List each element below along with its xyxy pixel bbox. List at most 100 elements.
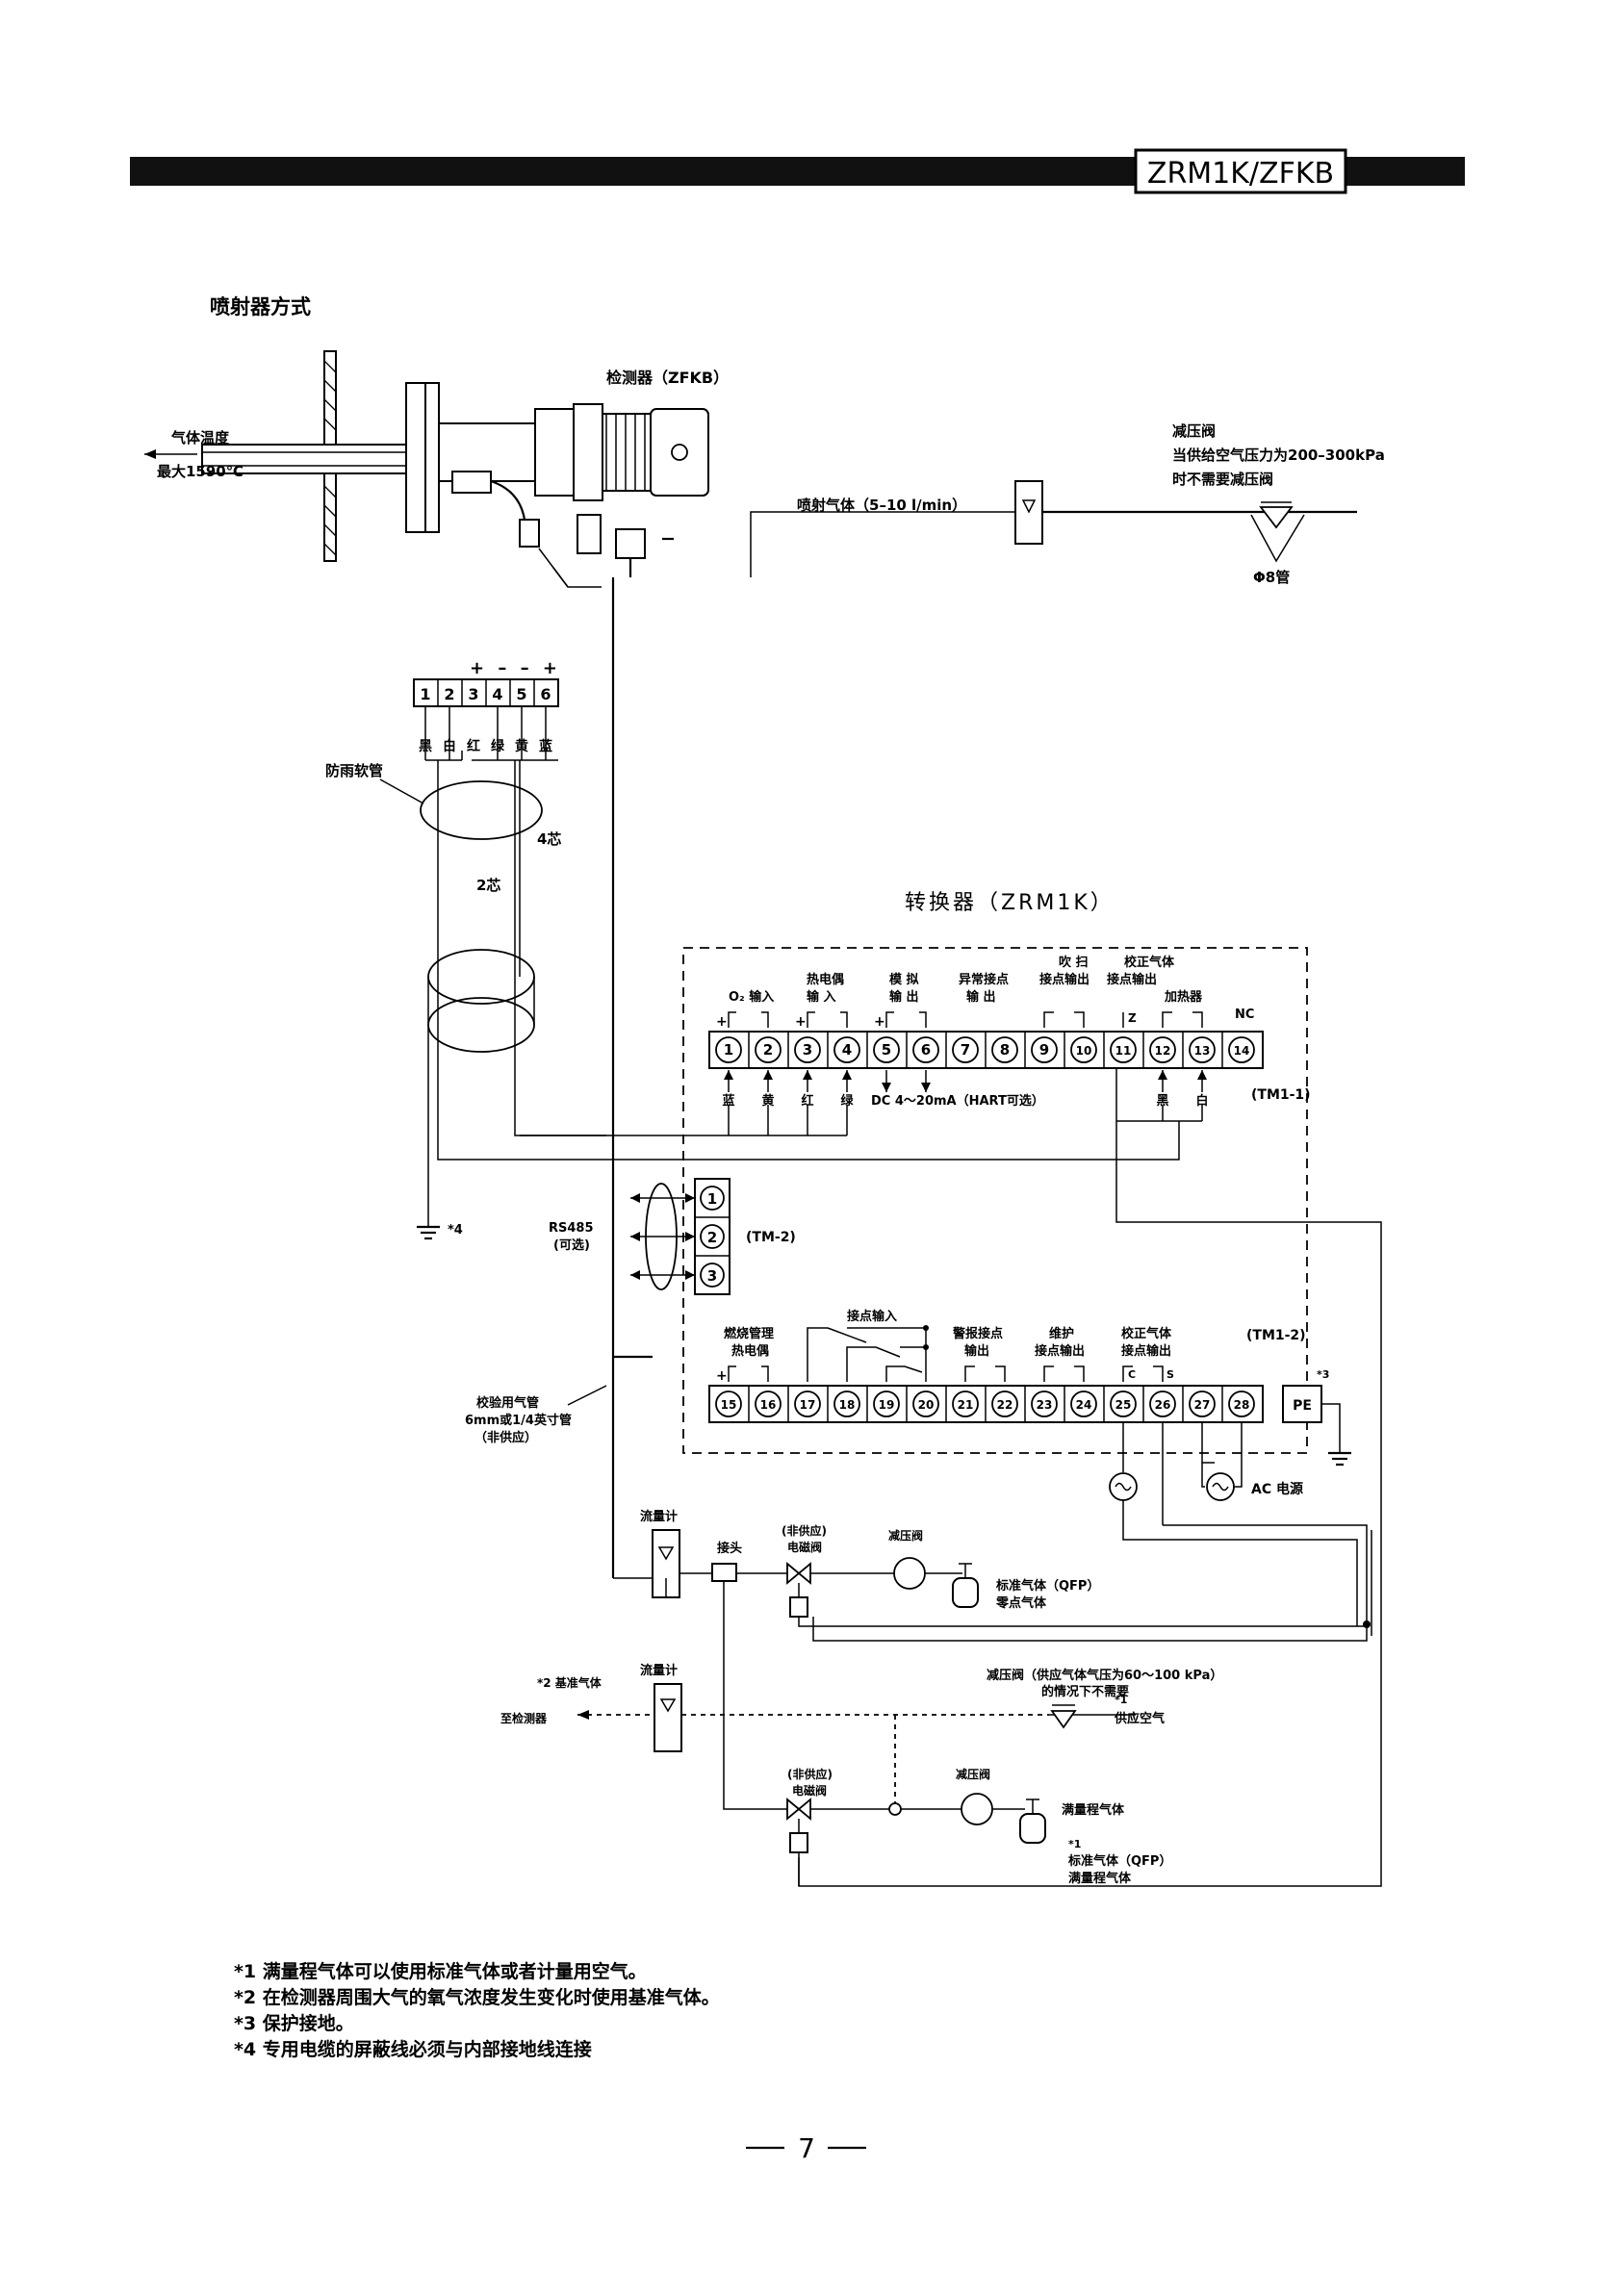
- tm1-2-terminal-24: 24: [1076, 1398, 1092, 1412]
- tm2-terminal-3: 3: [707, 1267, 717, 1285]
- joint-label: 接头: [717, 1541, 742, 1556]
- group-bottom-calib-output: 接点输出: [1121, 1343, 1171, 1359]
- tm1-2-circle-22: [991, 1390, 1018, 1417]
- reducer-1-label: 减压阀: [888, 1528, 923, 1543]
- cable-color-black: 黑: [419, 739, 432, 754]
- top-brackets: [728, 1011, 1203, 1028]
- tm1-1-terminal-6: 6: [921, 1041, 931, 1059]
- tm1-1-circle-3: [794, 1036, 821, 1063]
- injection-gas-label: 喷射气体（5–10 l/min）: [797, 497, 966, 514]
- reducer-label-2: 当供给空气压力为200–300kPa: [1172, 446, 1385, 464]
- reducer-3-label: 减压阀: [956, 1767, 990, 1781]
- gas-temp-label: 气体温度: [170, 429, 230, 446]
- tm1-1-terminal-8: 8: [1000, 1041, 1010, 1059]
- converter-enclosure: [682, 947, 1308, 1454]
- reducer-valve-2: [1050, 1704, 1077, 1729]
- calib-pipe-3: （非供应）: [474, 1430, 537, 1445]
- tm1-2-terminal-18: 18: [839, 1398, 856, 1412]
- tm1-1-circle-4: [833, 1036, 860, 1063]
- tm1-1-circle-12: [1149, 1036, 1176, 1063]
- reducer-2-label-2: 的情况下不需要: [1041, 1684, 1129, 1699]
- cable-polarity: + – – +: [470, 658, 561, 678]
- tm1-2-circle-28: [1228, 1390, 1255, 1417]
- tm2-block: 1 2 3 (TM-2): [630, 1178, 796, 1295]
- detector-label: 检测器（ZFKB）: [606, 369, 729, 387]
- to-detector-label: 至检测器: [500, 1711, 548, 1725]
- ref-gas-label: *2 基准气体: [537, 1675, 602, 1690]
- cable-terminal-3: 3: [468, 685, 478, 703]
- gas-temp-max: 最大1590℃: [157, 463, 244, 480]
- std-gas-zero: 零点气体: [995, 1595, 1047, 1611]
- tm1-1-terminal-1: 1: [724, 1041, 733, 1059]
- wire-color-red: 红: [801, 1093, 813, 1109]
- group-combustion: 燃烧管理: [724, 1326, 774, 1341]
- ac-power-label: AC 电源: [1251, 1481, 1303, 1497]
- svg-text:+: +: [716, 1368, 728, 1384]
- group-bottom-calib-gas: 校正气体: [1121, 1326, 1172, 1341]
- tm1-2-circle-19: [873, 1390, 900, 1417]
- cable-terminal-block: 1 2 3 4 5 6 + – – + 黑 白 红 绿 黄 蓝: [413, 658, 561, 761]
- tm1-1-terminal-11: 11: [1115, 1044, 1132, 1058]
- svg-text:+: +: [874, 1014, 885, 1030]
- tm1-2-terminal-22: 22: [997, 1398, 1013, 1412]
- reducer-1: [893, 1557, 926, 1590]
- bottom-brackets: [728, 1327, 1164, 1382]
- solenoid-valve-2: [786, 1798, 811, 1853]
- pe-terminal: PE *3: [1282, 1368, 1351, 1467]
- gas-cylinder-2: [1019, 1799, 1046, 1844]
- cable-color-yellow: 黄: [515, 738, 528, 754]
- group-maintenance-output: 接点输出: [1035, 1343, 1085, 1359]
- tm1-2-circle-20: [912, 1390, 939, 1417]
- tm1-2-circle-17: [794, 1390, 821, 1417]
- ground-note: *4: [448, 1223, 463, 1237]
- tm1-1-circle-13: [1189, 1036, 1216, 1063]
- svg-text:+: +: [716, 1014, 728, 1030]
- group-alarm-output: 输出: [964, 1343, 989, 1359]
- tm1-1-terminal-9: 9: [1039, 1041, 1049, 1059]
- cable-terminal-2: 2: [444, 685, 454, 703]
- group-thermocouple: 热电偶: [807, 972, 844, 987]
- tm1-2-terminal-15: 15: [721, 1398, 737, 1412]
- tm2-terminal-2: 2: [707, 1229, 717, 1246]
- rs485-label: RS485: [549, 1221, 594, 1236]
- pe-note: *3: [1317, 1368, 1329, 1381]
- s-label: S: [1166, 1368, 1174, 1381]
- cable-color-green: 绿: [491, 738, 505, 754]
- tm1-2-terminal-21: 21: [958, 1398, 974, 1412]
- std-gas-2-line1: 标准气体（QFP）: [1067, 1853, 1171, 1869]
- ac-power: [1109, 1422, 1368, 1636]
- group-purge: 吹 扫: [1059, 955, 1089, 970]
- tm1-1-terminal-13: 13: [1194, 1044, 1211, 1058]
- wire-color-green: 绿: [840, 1093, 854, 1109]
- tm1-1-terminal-3: 3: [803, 1041, 812, 1059]
- tm1-2-circle-27: [1189, 1390, 1216, 1417]
- pipe-label: Φ8管: [1253, 569, 1290, 586]
- tm1-1-terminal-12: 12: [1155, 1044, 1171, 1058]
- tm1-1-terminal-14: 14: [1234, 1044, 1250, 1058]
- cable-color-blue: 蓝: [539, 738, 552, 754]
- tm1-2-terminal-20: 20: [918, 1398, 935, 1412]
- rs485-optional: (可选): [553, 1237, 590, 1253]
- note-2: *2 在检测器周围大气的氧气浓度发生变化时使用基准气体。: [234, 1986, 720, 2008]
- heater-color-black: 黑: [1156, 1094, 1168, 1109]
- group-maintenance: 维护: [1049, 1326, 1074, 1341]
- cable-terminal-6: 6: [540, 685, 551, 703]
- reducer-2-label-1: 减压阀（供应气体气压为60～100 kPa）: [987, 1668, 1222, 1683]
- top-arrows: [717, 1068, 1203, 1160]
- reducer-label-3: 时不需要减压阀: [1172, 471, 1273, 488]
- tm1-2-circle-25: [1110, 1390, 1137, 1417]
- pe-label: PE: [1293, 1398, 1312, 1414]
- group-analog: 模 拟: [889, 972, 919, 987]
- z-label: Z: [1128, 1011, 1137, 1025]
- group-nc: NC: [1235, 1008, 1254, 1022]
- group-analog-output: 输 出: [889, 989, 919, 1005]
- tm1-2-terminal-17: 17: [800, 1398, 816, 1412]
- wire-color-blue: 蓝: [722, 1093, 734, 1109]
- cable-terminal-1: 1: [420, 685, 430, 703]
- tm1-2-circle-24: [1070, 1390, 1097, 1417]
- tm1-1-circle-5: [873, 1036, 900, 1063]
- rain-hose-label: 防雨软管: [325, 762, 383, 779]
- tm1-2-terminal-28: 28: [1234, 1398, 1250, 1412]
